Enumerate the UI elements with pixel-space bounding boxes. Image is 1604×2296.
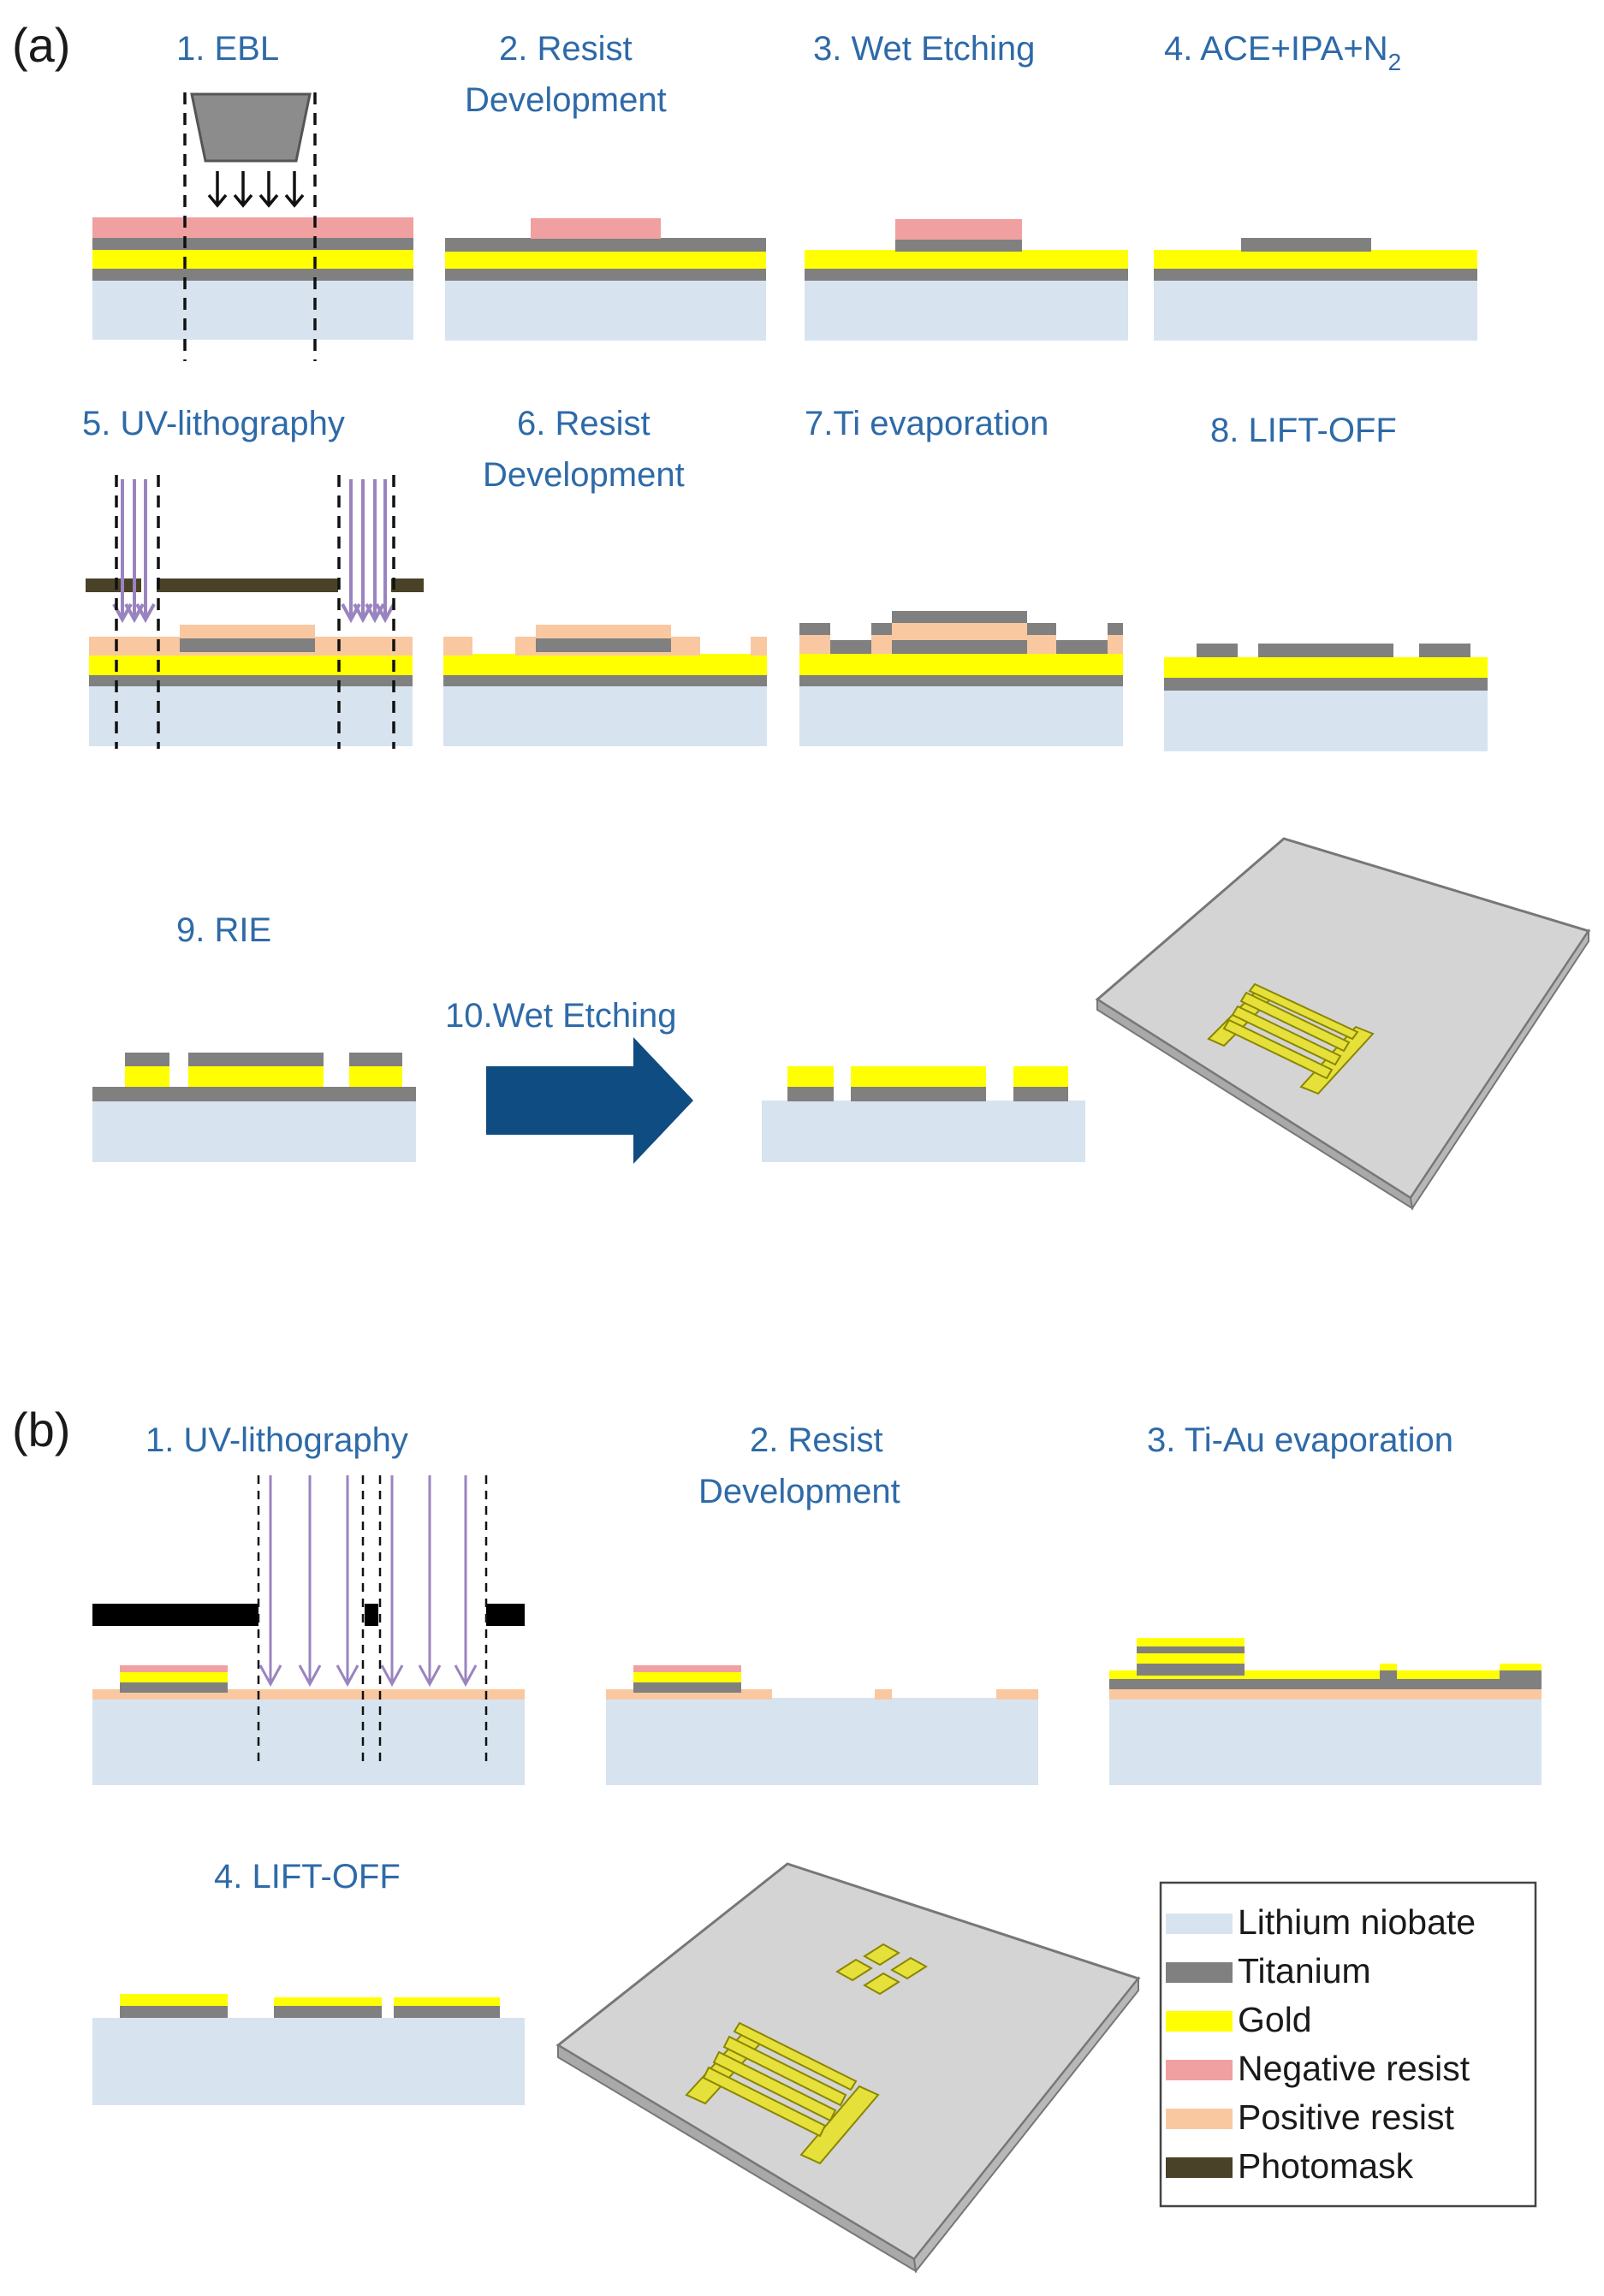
step-a9-title: 9. RIE — [176, 911, 271, 949]
step-a3-graphic — [805, 219, 1128, 341]
step-b4-graphic — [92, 1994, 525, 2105]
step-a10-graphic — [762, 1066, 1085, 1162]
step-a4-graphic — [1154, 238, 1477, 341]
legend-label: Lithium niobate — [1238, 1902, 1476, 1942]
uv-light-arrows — [112, 479, 395, 624]
step-b4-title: 4. LIFT-OFF — [214, 1858, 401, 1896]
legend-swatch — [1166, 1913, 1233, 1934]
electron-beam-source-icon — [190, 92, 312, 163]
step-b2-graphic — [606, 1665, 1038, 1785]
step-a7-graphic — [799, 611, 1123, 746]
legend-swatch — [1166, 1962, 1233, 1983]
legend-label: Gold — [1238, 2000, 1312, 2039]
step-a1-graphic — [92, 92, 413, 361]
photomask-b-left — [92, 1604, 258, 1626]
uv-light-arrows-b — [258, 1475, 478, 1688]
step-a8-graphic — [1164, 644, 1488, 751]
process-arrow-icon — [486, 1037, 693, 1164]
legend-swatch — [1166, 2011, 1233, 2032]
legend-label: Titanium — [1238, 1951, 1371, 1990]
legend-label: Negative resist — [1238, 2049, 1470, 2088]
step-b1-title: 1. UV-lithography — [146, 1421, 408, 1459]
step-a4-title: 4. ACE+IPA+N2 — [1164, 30, 1401, 75]
step-a1-title: 1. EBL — [176, 30, 279, 68]
step-a9-graphic — [92, 1053, 416, 1162]
device-3d-view-b — [555, 1862, 1141, 2274]
step-a2-title-line1: 2. Resist — [499, 30, 633, 68]
step-a5-title: 5. UV-lithography — [82, 405, 345, 442]
step-a2-title-line2: Development — [465, 81, 667, 119]
interdigital-electrode-a — [1207, 982, 1375, 1095]
step-a6-title-line1: 6. Resist — [517, 405, 651, 442]
step-a10-title: 10.Wet Etching — [445, 997, 677, 1035]
legend-label: Positive resist — [1238, 2097, 1455, 2137]
interdigital-electrode-b — [685, 2021, 880, 2165]
step-b2-title-line2: Development — [698, 1473, 900, 1510]
legend-swatch — [1166, 2060, 1233, 2080]
step-b1-graphic — [92, 1475, 525, 1785]
step-a3-title: 3. Wet Etching — [813, 30, 1035, 68]
legend-label: Photomask — [1238, 2146, 1414, 2186]
step-b3-graphic — [1109, 1638, 1542, 1785]
step-b3-title: 3. Ti-Au evaporation — [1147, 1421, 1453, 1459]
step-a6-title-line2: Development — [483, 456, 685, 494]
electron-beam-arrows — [207, 171, 305, 208]
step-a2-graphic — [445, 218, 766, 341]
panel-a-label: (a) — [12, 18, 70, 72]
legend-box — [1159, 1881, 1537, 2208]
legend-swatch — [1166, 2157, 1233, 2178]
step-a8-title: 8. LIFT-OFF — [1210, 412, 1397, 449]
device-3d-view-a — [1095, 837, 1591, 1211]
panel-b-label: (b) — [12, 1403, 70, 1457]
contact-pads-b — [835, 1943, 928, 1996]
step-a6-graphic — [443, 625, 767, 746]
step-a7-title: 7.Ti evaporation — [805, 405, 1049, 442]
step-a5-graphic — [86, 475, 424, 749]
step-b2-title-line1: 2. Resist — [750, 1421, 883, 1459]
legend-swatch — [1166, 2109, 1233, 2129]
